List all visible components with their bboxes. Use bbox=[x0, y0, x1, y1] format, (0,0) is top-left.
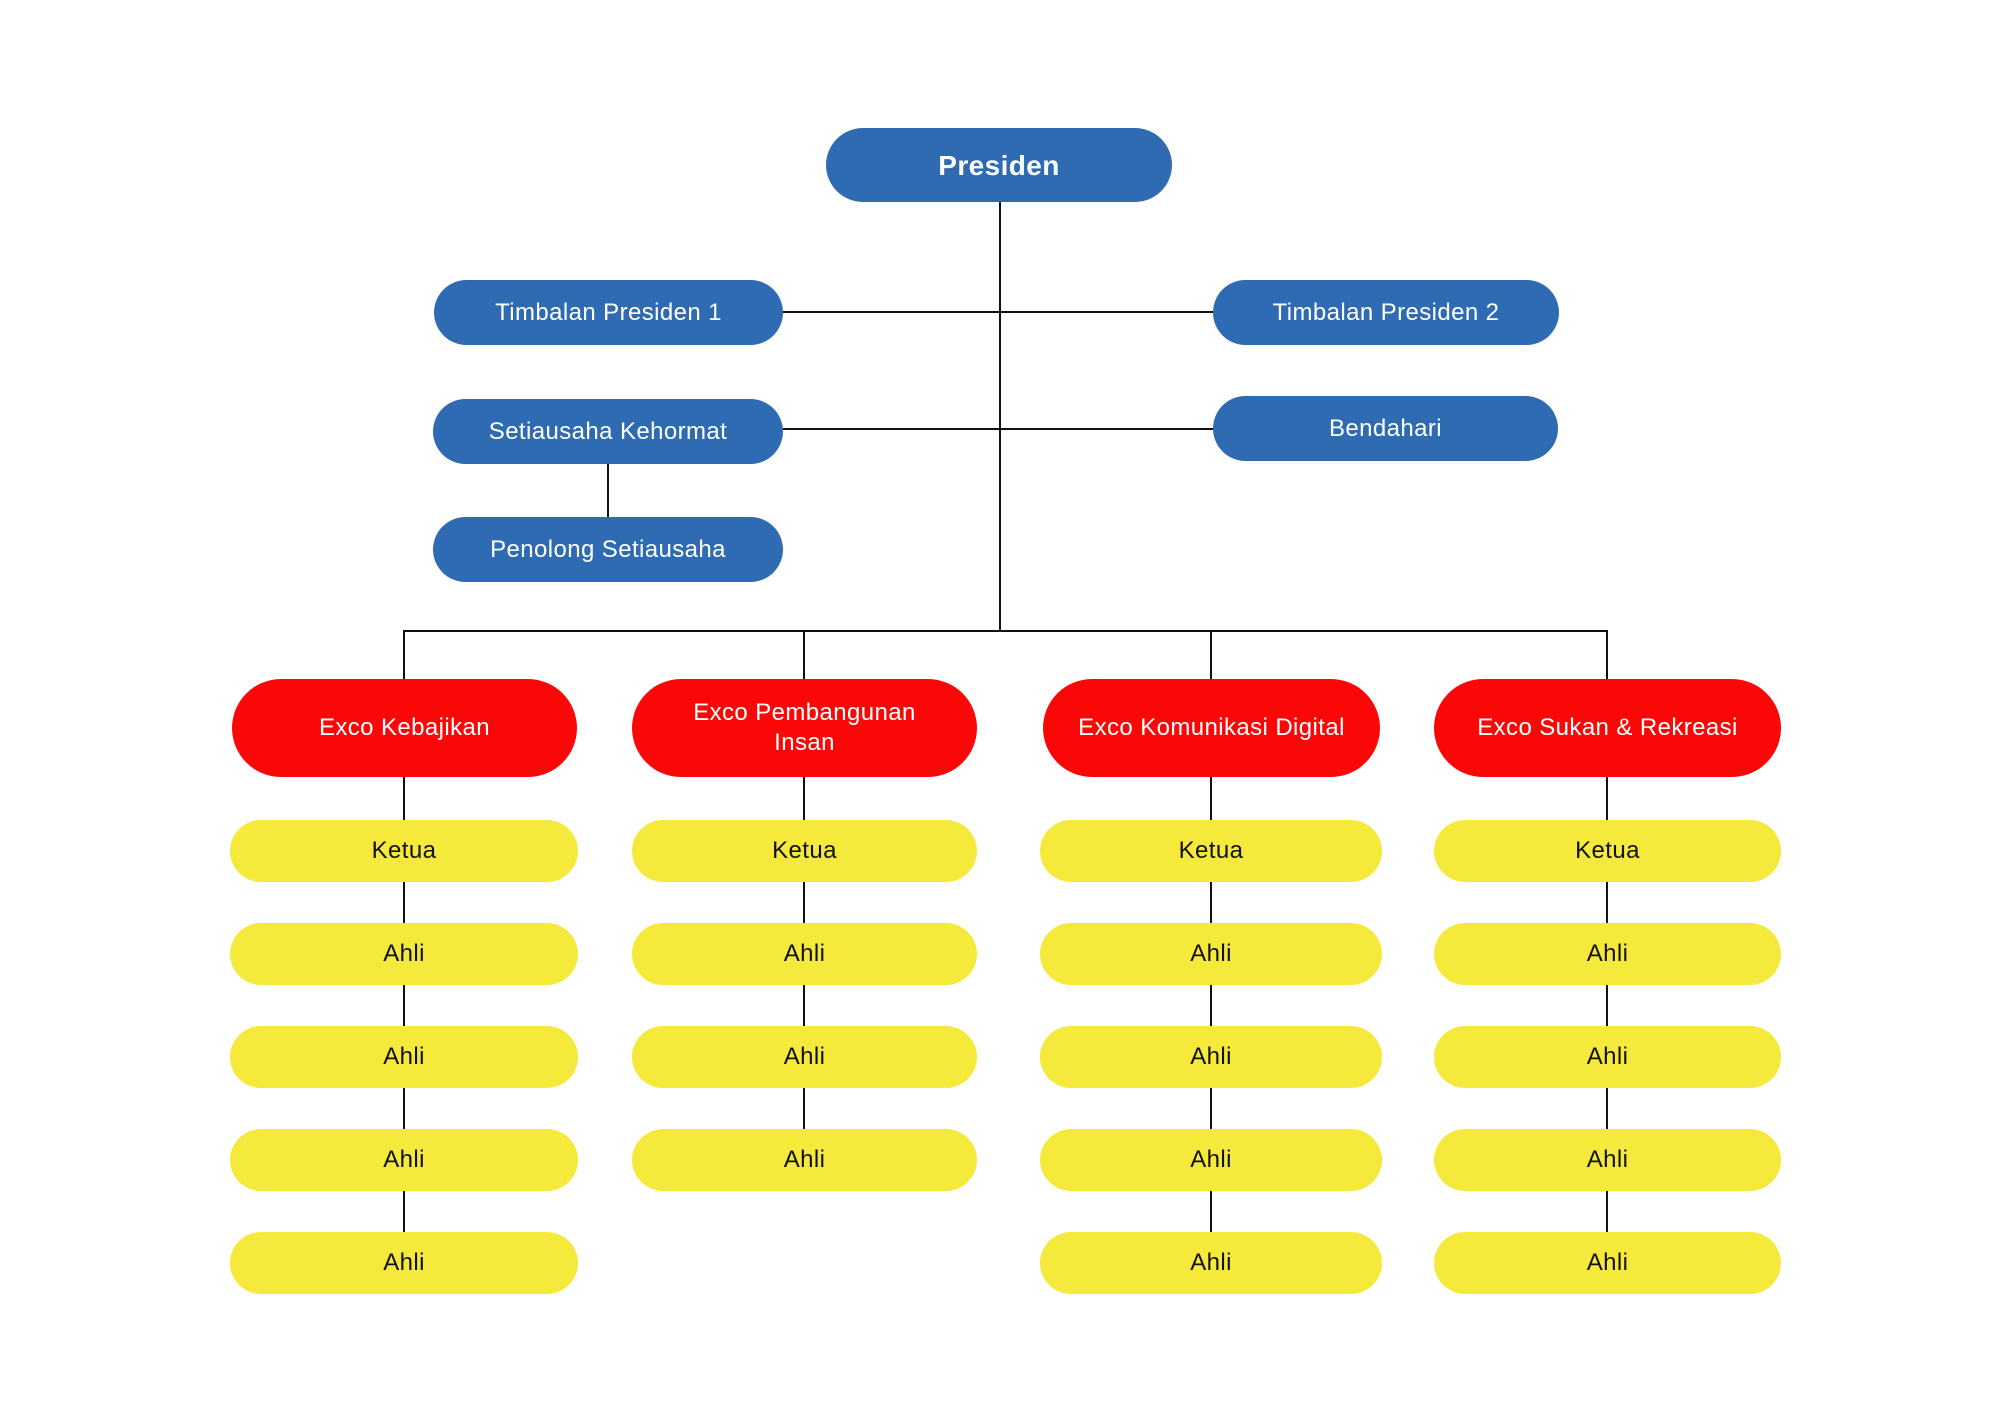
node-exco-kebajikan: Exco Kebajikan bbox=[232, 679, 577, 777]
node-exco-sukan-rekreasi-label: Exco Sukan & Rekreasi bbox=[1477, 714, 1738, 741]
node-member: Ahli bbox=[1040, 923, 1382, 985]
node-member: Ahli bbox=[1434, 1026, 1781, 1088]
node-exco-pembangunan-insan: Exco Pembangunan Insan bbox=[632, 679, 977, 777]
node-member-label: Ahli bbox=[1586, 940, 1629, 967]
node-member-label: Ahli bbox=[383, 1146, 425, 1173]
node-exco-komunikasi-digital: Exco Komunikasi Digital bbox=[1043, 679, 1380, 777]
connector-presiden-trunk bbox=[999, 202, 1001, 630]
node-member-label: Ketua bbox=[1575, 837, 1640, 864]
node-member: Ketua bbox=[230, 820, 578, 882]
node-member: Ahli bbox=[1434, 923, 1781, 985]
connector-setiausaha-penolong bbox=[607, 463, 609, 518]
node-member: Ahli bbox=[632, 1026, 977, 1088]
node-presiden-label: Presiden bbox=[938, 149, 1060, 181]
node-member-label: Ahli bbox=[383, 940, 425, 967]
node-member: Ahli bbox=[1434, 1232, 1781, 1294]
node-member-label: Ahli bbox=[1190, 940, 1232, 967]
node-member: Ahli bbox=[230, 1129, 578, 1191]
node-member-label: Ahli bbox=[1190, 1043, 1232, 1070]
connector-timbalan-row bbox=[783, 311, 1213, 313]
connector-distribution bbox=[403, 630, 1608, 632]
node-setiausaha-kehormat-label: Setiausaha Kehormat bbox=[488, 417, 728, 445]
node-member: Ahli bbox=[632, 1129, 977, 1191]
node-bendahari: Bendahari bbox=[1213, 396, 1558, 461]
node-member: Ahli bbox=[1040, 1232, 1382, 1294]
node-member: Ahli bbox=[1040, 1026, 1382, 1088]
node-bendahari-label: Bendahari bbox=[1328, 414, 1443, 442]
node-member: Ahli bbox=[1040, 1129, 1382, 1191]
node-member: Ahli bbox=[230, 1026, 578, 1088]
node-member-label: Ketua bbox=[371, 837, 437, 864]
node-member: Ahli bbox=[1434, 1129, 1781, 1191]
node-timbalan-presiden-1-label: Timbalan Presiden 1 bbox=[495, 298, 722, 326]
node-penolong-setiausaha: Penolong Setiausaha bbox=[433, 517, 783, 582]
node-member-label: Ahli bbox=[1190, 1249, 1232, 1276]
node-member: Ketua bbox=[632, 820, 977, 882]
node-member-label: Ketua bbox=[1178, 837, 1244, 864]
node-timbalan-presiden-2-label: Timbalan Presiden 2 bbox=[1272, 298, 1500, 326]
node-timbalan-presiden-1: Timbalan Presiden 1 bbox=[434, 280, 783, 345]
node-member: Ahli bbox=[230, 1232, 578, 1294]
connector-column-2 bbox=[803, 630, 805, 1160]
node-exco-pembangunan-insan-label: Exco Pembangunan Insan bbox=[693, 699, 916, 756]
node-member: Ketua bbox=[1434, 820, 1781, 882]
node-member-label: Ahli bbox=[383, 1249, 425, 1276]
node-member: Ahli bbox=[230, 923, 578, 985]
node-setiausaha-kehormat: Setiausaha Kehormat bbox=[433, 399, 783, 464]
connector-setiausaha-row bbox=[783, 428, 1213, 430]
node-exco-sukan-rekreasi: Exco Sukan & Rekreasi bbox=[1434, 679, 1781, 777]
node-member-label: Ahli bbox=[383, 1043, 425, 1070]
node-member-label: Ahli bbox=[783, 1043, 826, 1070]
node-member-label: Ahli bbox=[1586, 1146, 1629, 1173]
node-timbalan-presiden-2: Timbalan Presiden 2 bbox=[1213, 280, 1559, 345]
node-member: Ketua bbox=[1040, 820, 1382, 882]
node-exco-kebajikan-label: Exco Kebajikan bbox=[318, 714, 491, 741]
node-member: Ahli bbox=[632, 923, 977, 985]
node-member-label: Ketua bbox=[772, 837, 837, 864]
node-member-label: Ahli bbox=[783, 940, 826, 967]
node-member-label: Ahli bbox=[783, 1146, 826, 1173]
node-exco-komunikasi-digital-label: Exco Komunikasi Digital bbox=[1078, 714, 1345, 741]
node-presiden: Presiden bbox=[826, 128, 1172, 202]
node-member-label: Ahli bbox=[1586, 1043, 1629, 1070]
node-penolong-setiausaha-label: Penolong Setiausaha bbox=[490, 535, 726, 563]
node-member-label: Ahli bbox=[1190, 1146, 1232, 1173]
node-member-label: Ahli bbox=[1586, 1249, 1629, 1276]
